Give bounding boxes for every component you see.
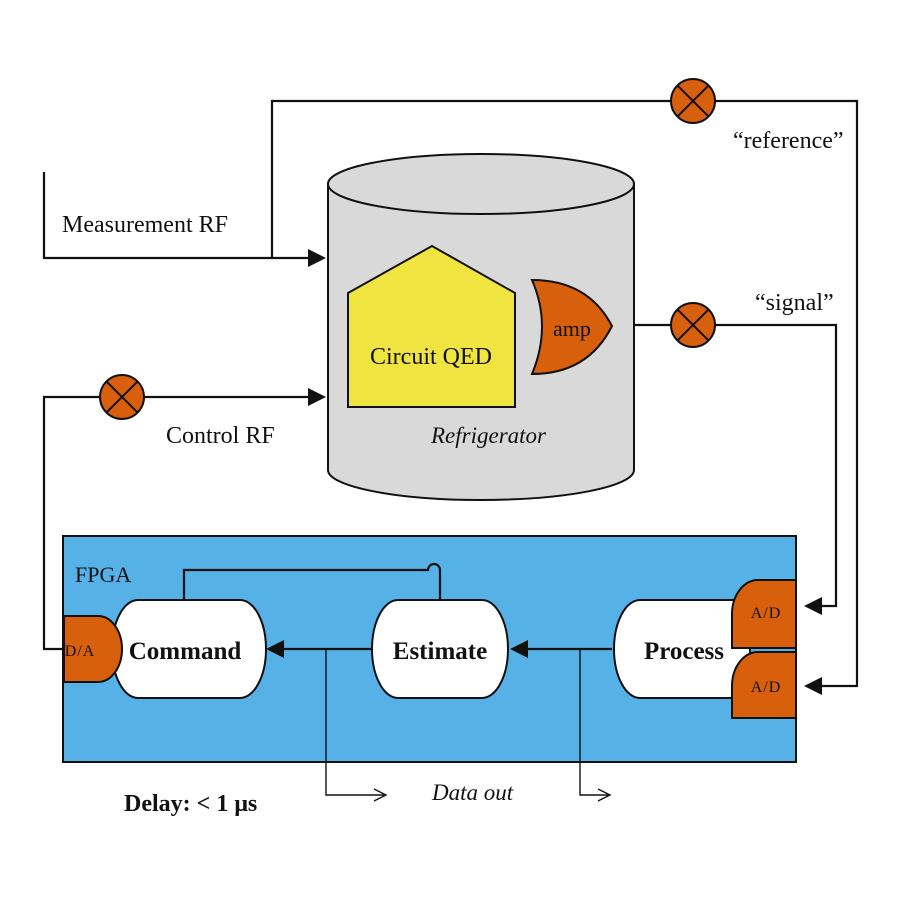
command-label: Command <box>129 638 242 665</box>
reference-label: “reference” <box>733 128 844 154</box>
dac-block <box>63 615 123 683</box>
control-mixer-icon <box>99 374 145 420</box>
reference-mixer-icon <box>670 78 716 124</box>
signal-mixer-icon <box>670 302 716 348</box>
circuit-qed-block <box>347 244 516 408</box>
process-label: Process <box>644 638 724 665</box>
data-out-tap-right <box>579 649 612 802</box>
adc-bottom-block <box>731 651 797 719</box>
estimate-to-command-line <box>266 640 372 658</box>
circuit-qed-label: Circuit QED <box>370 344 492 370</box>
command-block <box>111 599 267 699</box>
process-block <box>613 599 751 699</box>
estimate-block <box>371 599 509 699</box>
reference-line <box>270 99 859 695</box>
amp-block <box>530 278 614 376</box>
control-rf-line <box>42 388 326 651</box>
adc-top-label: A/D <box>751 605 782 622</box>
data-out-label: Data out <box>431 780 514 805</box>
estimate-label: Estimate <box>393 638 487 665</box>
measurement-rf-label: Measurement RF <box>62 212 228 238</box>
process-to-estimate-line <box>510 640 612 658</box>
adc-top-block <box>731 579 797 649</box>
refrigerator-label: Refrigerator <box>430 423 547 448</box>
adc-bottom-label: A/D <box>751 679 782 696</box>
dac-label: D/A <box>65 643 96 660</box>
control-rf-label: Control RF <box>166 423 275 449</box>
amp-label: amp <box>553 316 591 341</box>
signal-line <box>610 323 838 615</box>
measurement-rf-line <box>42 172 326 267</box>
data-out-tap-left <box>325 649 388 802</box>
delay-label: Delay: < 1 μs <box>124 791 257 817</box>
fpga-label: FPGA <box>75 562 131 587</box>
signal-label: “signal” <box>755 290 834 316</box>
feedback-line <box>182 562 442 600</box>
